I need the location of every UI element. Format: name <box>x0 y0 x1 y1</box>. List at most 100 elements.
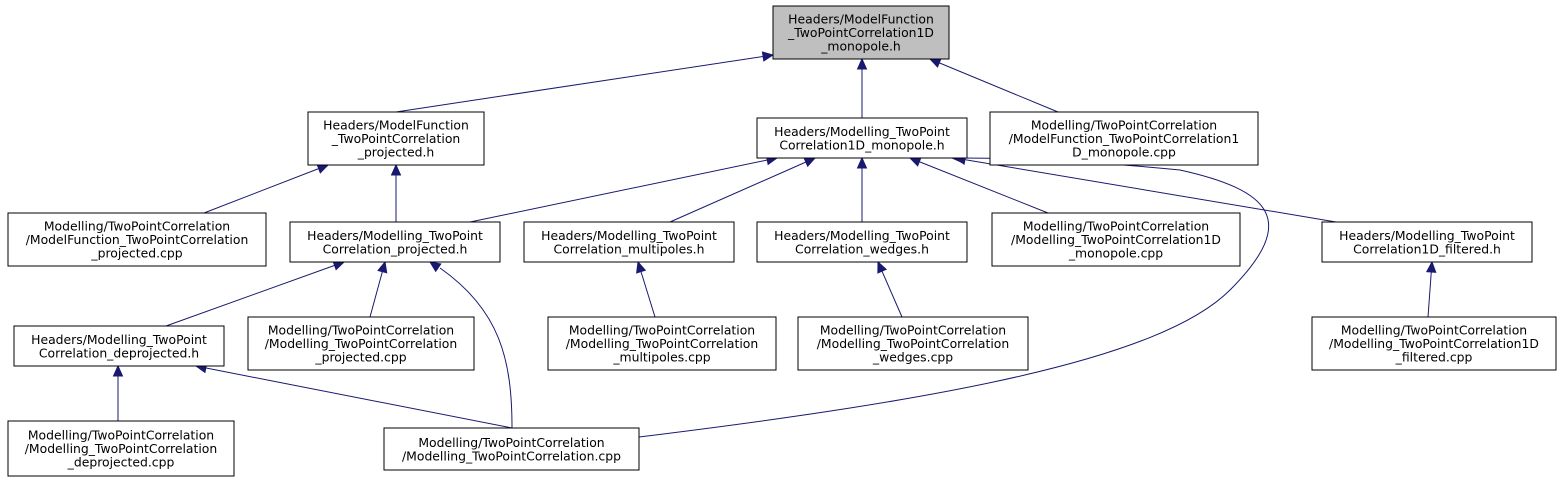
file-node[interactable]: Headers/ModelFunction_TwoPointCorrelatio… <box>307 111 485 166</box>
dependency-edge <box>877 260 903 318</box>
node-box <box>1311 316 1557 371</box>
dependency-edge <box>856 156 868 222</box>
node-label-line: Modelling/TwoPointCorrelation <box>1031 118 1217 133</box>
node-label-line: Modelling/TwoPointCorrelation <box>28 428 214 443</box>
node-box <box>989 111 1259 166</box>
file-node[interactable]: Headers/Modelling_TwoPointCorrelation_pr… <box>289 221 501 263</box>
file-node[interactable]: Modelling/TwoPointCorrelation/ModelFunct… <box>989 111 1259 166</box>
node-label-line: Modelling/TwoPointCorrelation <box>1341 323 1527 338</box>
file-node[interactable]: Modelling/TwoPointCorrelation/Modelling_… <box>547 316 777 371</box>
node-label-line: _projected.cpp <box>314 350 406 365</box>
node-box <box>7 212 267 267</box>
node-label-line: _TwoPointCorrelation1D <box>787 25 934 40</box>
node-box <box>991 212 1241 267</box>
node-box <box>247 316 475 371</box>
edges-layer <box>112 51 1437 438</box>
node-label-line: Modelling/TwoPointCorrelation <box>44 219 230 234</box>
edge-line <box>929 58 1059 113</box>
edge-line <box>954 157 1337 223</box>
file-node[interactable]: Modelling/TwoPointCorrelation/ModelFunct… <box>7 212 267 267</box>
file-node[interactable]: Modelling/TwoPointCorrelation/Modelling_… <box>797 316 1029 371</box>
node-label-line: Correlation1D_filtered.h <box>1353 241 1501 256</box>
node-label-line: Correlation_wedges.h <box>795 241 929 256</box>
dependency-edge <box>165 260 346 327</box>
node-label-line: _wedges.cpp <box>872 350 953 365</box>
file-node[interactable]: Modelling/TwoPointCorrelation/Modelling_… <box>247 316 475 371</box>
edge-line <box>469 157 778 223</box>
node-label-line: Headers/Modelling_TwoPoint <box>774 228 950 243</box>
node-label-line: /Modelling_TwoPointCorrelation <box>817 336 1010 351</box>
node-label-line: D_monopole.cpp <box>1072 145 1176 160</box>
file-node[interactable]: Modelling/TwoPointCorrelation/Modelling_… <box>7 420 235 477</box>
node-label-line: _monopole.h <box>820 39 901 54</box>
node-label-line: /Modelling_TwoPointCorrelation <box>25 441 218 456</box>
dependency-edge <box>390 163 402 222</box>
edge-line <box>395 54 774 113</box>
dependency-edge <box>669 157 817 223</box>
arrowhead-icon <box>112 364 124 377</box>
dependency-edge <box>638 152 1270 438</box>
file-node[interactable]: Headers/Modelling_TwoPointCorrelation_mu… <box>523 221 735 263</box>
node-box <box>756 117 968 159</box>
node-box <box>1321 221 1533 263</box>
node-box <box>523 221 735 263</box>
node-label-line: Headers/Modelling_TwoPoint <box>1339 228 1515 243</box>
node-label-line: _filtered.cpp <box>1395 350 1473 365</box>
node-box <box>772 5 950 60</box>
dependency-edge <box>428 261 513 429</box>
node-label-line: Headers/Modelling_TwoPoint <box>307 228 483 243</box>
node-label-line: _projected.h <box>357 145 434 160</box>
node-box <box>13 325 225 367</box>
node-label-line: Modelling/TwoPointCorrelation <box>418 435 604 450</box>
dependency-edge <box>469 154 779 223</box>
node-label-line: Modelling/TwoPointCorrelation <box>268 323 454 338</box>
arrowhead-icon <box>908 156 922 167</box>
node-label-line: /ModelFunction_TwoPointCorrelation <box>26 232 249 247</box>
node-label-line: Correlation_multipoles.h <box>554 241 705 256</box>
file-node[interactable]: Headers/Modelling_TwoPointCorrelation_we… <box>756 221 968 263</box>
nodes-layer: Headers/ModelFunction_TwoPointCorrelatio… <box>7 5 1557 477</box>
edge-line <box>195 365 513 429</box>
edge-line <box>439 267 513 429</box>
arrowhead-icon <box>428 261 442 273</box>
node-label-line: /Modelling_TwoPointCorrelation1D <box>1329 336 1539 351</box>
dependency-edge <box>856 57 868 118</box>
node-label-line: /Modelling_TwoPointCorrelation.cpp <box>402 448 621 463</box>
node-box <box>797 316 1029 371</box>
node-label-line: _TwoPointCorrelation <box>331 131 461 146</box>
edge-line <box>909 157 1049 214</box>
file-node[interactable]: Modelling/TwoPointCorrelation/Modelling_… <box>1311 316 1557 371</box>
dependency-edge <box>636 260 656 318</box>
arrowhead-icon <box>877 260 888 274</box>
edge-line <box>669 157 816 223</box>
node-label-line: Headers/ModelFunction <box>788 12 934 27</box>
dependency-edge <box>112 364 124 421</box>
arrowhead-icon <box>1425 260 1437 273</box>
file-node[interactable]: Headers/Modelling_TwoPointCorrelation_de… <box>13 325 225 367</box>
node-label-line: Headers/Modelling_TwoPoint <box>31 332 207 347</box>
node-label-line: Modelling/TwoPointCorrelation <box>1023 219 1209 234</box>
file-node[interactable]: Headers/Modelling_TwoPointCorrelation1D_… <box>756 117 968 159</box>
edge-line <box>203 164 329 214</box>
arrowhead-icon <box>856 57 868 70</box>
node-label-line: /Modelling_TwoPointCorrelation <box>566 336 759 351</box>
file-node[interactable]: Modelling/TwoPointCorrelation/Modelling_… <box>383 427 640 471</box>
arrowhead-icon <box>377 260 388 274</box>
node-box <box>7 420 235 477</box>
arrowhead-icon <box>390 163 402 176</box>
file-node[interactable]: Headers/Modelling_TwoPointCorrelation1D_… <box>1321 221 1533 263</box>
dependency-edge <box>203 163 330 214</box>
dependency-edge <box>928 58 1059 113</box>
file-node[interactable]: Modelling/TwoPointCorrelation/Modelling_… <box>991 212 1241 267</box>
arrowhead-icon <box>856 156 868 169</box>
node-label-line: _multipoles.cpp <box>612 350 710 365</box>
arrowhead-icon <box>803 157 817 168</box>
dependency-edge <box>369 260 388 318</box>
arrowhead-icon <box>761 51 775 62</box>
node-label-line: Modelling/TwoPointCorrelation <box>820 323 1006 338</box>
dependency-edge <box>1425 260 1437 318</box>
node-label-line: Correlation_deprojected.h <box>39 345 199 360</box>
arrowhead-icon <box>316 163 330 174</box>
node-label-line: Headers/Modelling_TwoPoint <box>541 228 717 243</box>
